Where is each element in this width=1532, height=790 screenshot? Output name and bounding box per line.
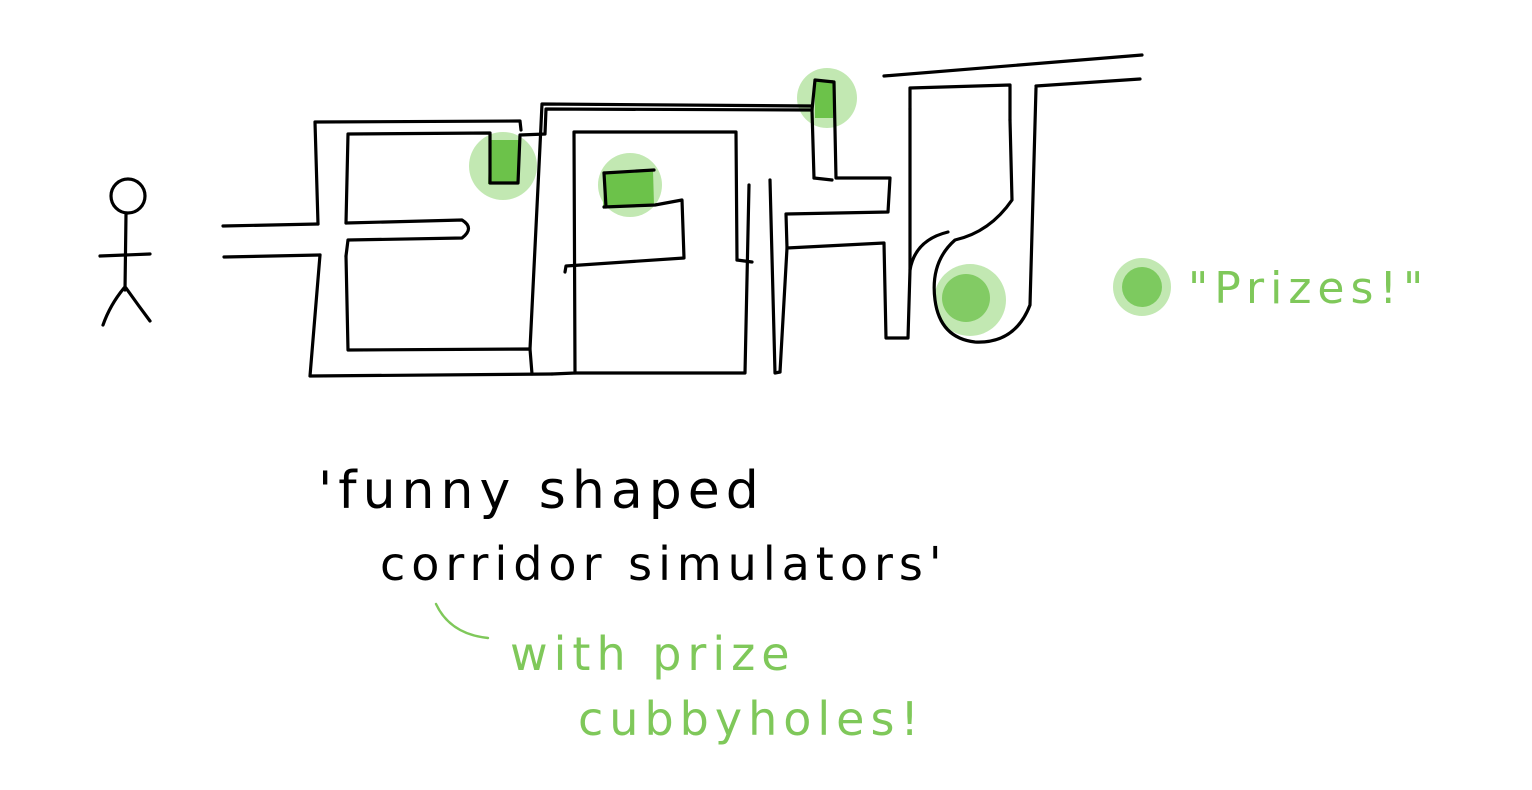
annotation-note: with prize cubbyholes! [434,602,925,746]
caption-line-1: 'funny shaped [318,461,765,521]
legend-label: "Prizes!" [1188,263,1429,314]
note-line-2: cubbyholes! [578,692,925,746]
stick-figure-icon [98,177,152,327]
caption-line-2: corridor simulators' [380,537,948,591]
prize-blob-1 [469,132,537,200]
prize-blob-3 [797,68,857,128]
prize-blob-4 [934,264,1006,336]
corridor-maze [221,53,1144,378]
legend: "Prizes!" [1113,258,1429,316]
green-blob-icon [1113,258,1171,316]
annotation-arrow [434,602,490,640]
note-line-1: with prize [510,627,796,681]
caption: 'funny shaped corridor simulators' [318,461,948,591]
